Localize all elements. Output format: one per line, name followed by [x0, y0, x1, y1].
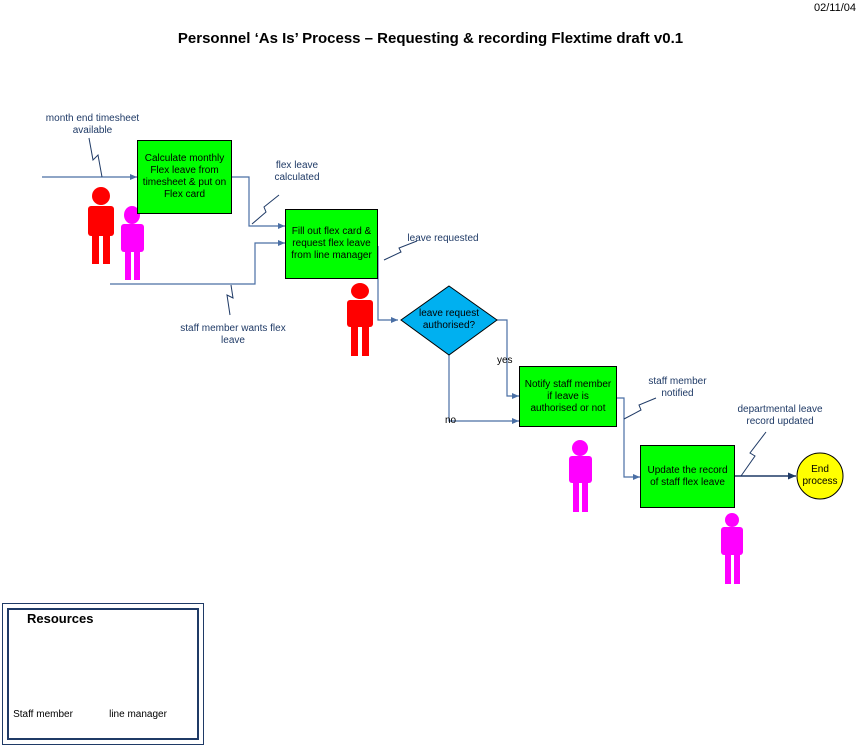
label-staff-notified: staff member notified [648, 376, 707, 399]
process-update: Update the record of staff flex leave [640, 445, 735, 508]
flow-fill-decision [377, 246, 398, 323]
resources-title: Resources [27, 611, 94, 626]
legend-manager-label: line manager [109, 709, 167, 720]
process-notify: Notify staff member if leave is authoris… [519, 366, 617, 427]
person-icon [569, 440, 592, 512]
date-stamp: 02/11/04 [813, 2, 856, 14]
leader-flex-calc [251, 194, 280, 225]
flow-wants-fill [110, 240, 285, 285]
resources-legend [2, 603, 204, 745]
decision-label: leave request authorised? [418, 308, 480, 331]
legend-staff-label: Staff member [13, 709, 73, 720]
person-icon [121, 206, 144, 280]
resources-legend-frame [7, 608, 199, 740]
flow-no-notify [448, 355, 519, 424]
label-flex-calculated: flex leave calculated [274, 160, 320, 183]
leader-staff-wants [226, 284, 234, 316]
leader-month-end [88, 137, 103, 178]
end-label: End process [802, 464, 838, 487]
leader-staff-notified [623, 397, 657, 420]
leader-leave-requested [383, 240, 418, 261]
decision-diamond [400, 285, 498, 356]
person-icon [721, 513, 743, 584]
label-yes: yes [497, 355, 513, 366]
diagram-title: Personnel ‘As Is’ Process – Requesting &… [177, 30, 684, 47]
end-circle [796, 452, 844, 500]
process-calculate: Calculate monthly Flex leave from timesh… [137, 140, 232, 214]
flow-calc-fill [232, 176, 285, 229]
label-leave-requested: leave requested [407, 233, 479, 244]
person-icon [88, 187, 114, 264]
process-fill-out: Fill out flex card & request flex leave … [285, 209, 378, 279]
label-no: no [445, 415, 457, 426]
leader-dept-updated [740, 431, 767, 477]
label-month-end: month end timesheet available [45, 113, 140, 136]
label-dept-updated: departmental leave record updated [737, 404, 823, 427]
flow-notify-update [617, 397, 640, 480]
flow-yes-notify [497, 319, 519, 399]
label-staff-wants: staff member wants flex leave [180, 323, 286, 346]
person-icon [347, 283, 373, 356]
